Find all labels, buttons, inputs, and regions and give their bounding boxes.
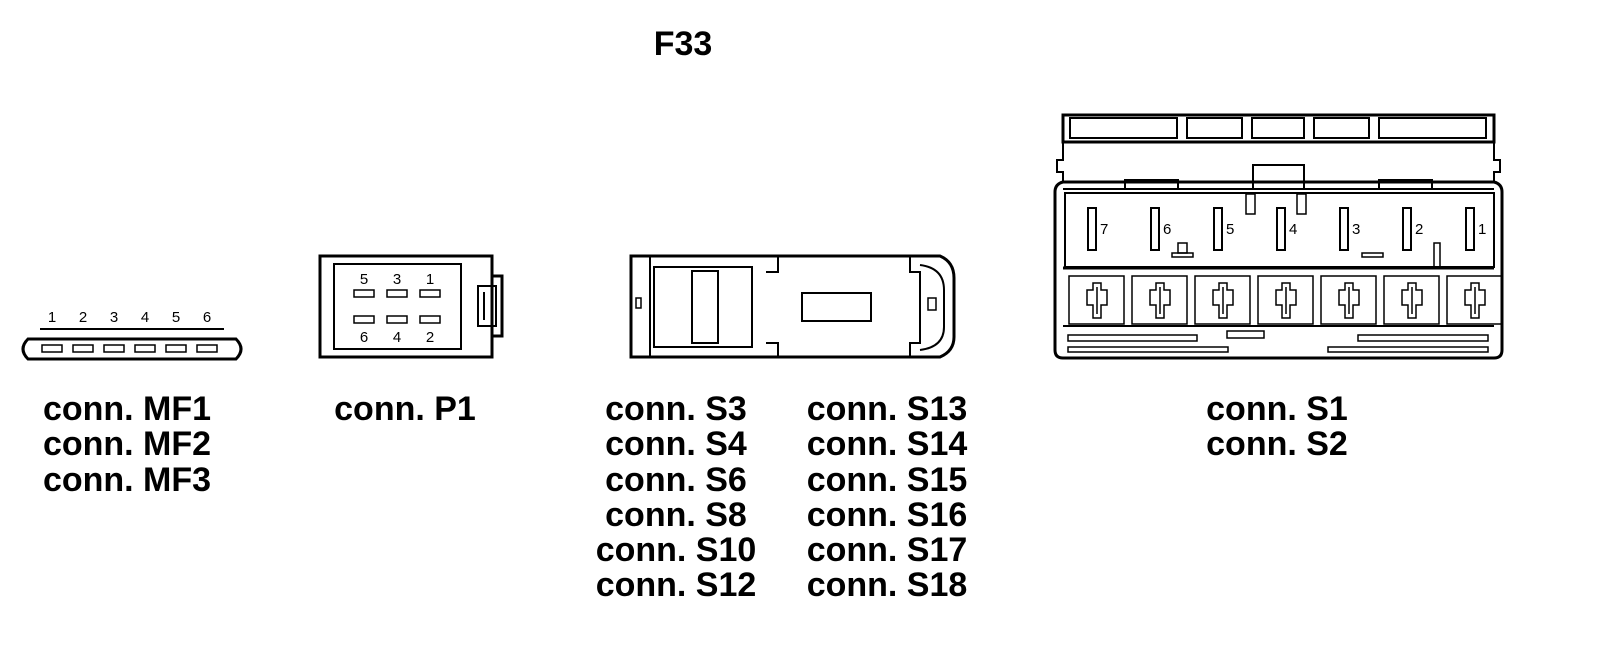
s12-pin-slot (1402, 207, 1412, 251)
connector-p1-drawing: 5 3 1 6 4 2 (318, 254, 504, 359)
s12-pin-slot (1276, 207, 1286, 251)
mf-pin-4: 4 (141, 309, 149, 326)
s12-pin-4: 4 (1289, 221, 1297, 238)
label-s16: conn. S16 (807, 496, 968, 534)
mf-pin-slot (72, 344, 94, 353)
label-s12: conn. S12 (596, 566, 757, 604)
s12-latch (1383, 275, 1440, 325)
label-s4: conn. S4 (605, 425, 747, 463)
s12-pin-5: 5 (1226, 221, 1234, 238)
mf-pin-slot (103, 344, 125, 353)
p1-pin-6: 6 (360, 329, 368, 346)
mf-pin-2: 2 (79, 309, 87, 326)
s12-latch (1320, 275, 1377, 325)
mf-pin-3: 3 (110, 309, 118, 326)
s12-latch (1131, 275, 1188, 325)
connector-s-group-labels-right: conn. S13 conn. S14 conn. S15 conn. S16 … (807, 390, 968, 604)
s12-pin-2: 2 (1415, 221, 1423, 238)
s12-pin-1: 1 (1478, 221, 1486, 238)
label-p1: conn. P1 (334, 390, 476, 428)
mf-pin-slot (134, 344, 156, 353)
connector-mf-drawing: 1 2 3 4 5 6 (21, 309, 243, 361)
s12-pin-3: 3 (1352, 221, 1360, 238)
connector-s1-s2-drawing: 7 6 5 4 3 2 1 (1053, 113, 1504, 360)
s12-pin-slot (1087, 207, 1097, 251)
mf-pin-slot (41, 344, 63, 353)
p1-pin-2: 2 (426, 329, 434, 346)
p1-pin-3: 3 (393, 271, 401, 288)
label-s14: conn. S14 (807, 425, 968, 463)
p1-pin-1: 1 (426, 271, 434, 288)
connector-s-group-labels-left: conn. S3 conn. S4 conn. S6 conn. S8 conn… (596, 390, 757, 604)
s12-pin-slot (1213, 207, 1223, 251)
s12-latch (1446, 275, 1503, 325)
label-s10: conn. S10 (596, 531, 757, 569)
label-s6: conn. S6 (605, 461, 747, 499)
label-s3: conn. S3 (605, 390, 747, 428)
label-mf2: conn. MF2 (43, 425, 211, 463)
s12-pin-slot (1465, 207, 1475, 251)
mf-pin-6: 6 (203, 309, 211, 326)
label-s13: conn. S13 (807, 390, 968, 428)
mf-pin-1: 1 (48, 309, 56, 326)
label-s15: conn. S15 (807, 461, 968, 499)
connector-mf-labels: conn. MF1 conn. MF2 conn. MF3 (43, 390, 211, 499)
label-s17: conn. S17 (807, 531, 968, 569)
s12-pin-7: 7 (1100, 221, 1108, 238)
p1-pin-4: 4 (393, 329, 401, 346)
s12-pin-6: 6 (1163, 221, 1171, 238)
mf-pin-slot (196, 344, 218, 353)
p1-pin-5: 5 (360, 271, 368, 288)
label-s18: conn. S18 (807, 566, 968, 604)
label-s1: conn. S1 (1206, 390, 1348, 428)
label-s2: conn. S2 (1206, 425, 1348, 463)
label-mf1: conn. MF1 (43, 390, 211, 428)
label-s8: conn. S8 (605, 496, 747, 534)
s12-pin-slot (1150, 207, 1160, 251)
s12-pin-slot (1339, 207, 1349, 251)
mf-pin-slot (165, 344, 187, 353)
s12-latch (1194, 275, 1251, 325)
diagram-title: F33 (654, 25, 713, 63)
s12-latch (1068, 275, 1125, 325)
label-mf3: conn. MF3 (43, 461, 211, 499)
s12-latch (1257, 275, 1314, 325)
connector-s-group-drawing (629, 254, 956, 359)
connector-s1-s2-labels: conn. S1 conn. S2 (1206, 390, 1348, 463)
mf-pin-5: 5 (172, 309, 180, 326)
